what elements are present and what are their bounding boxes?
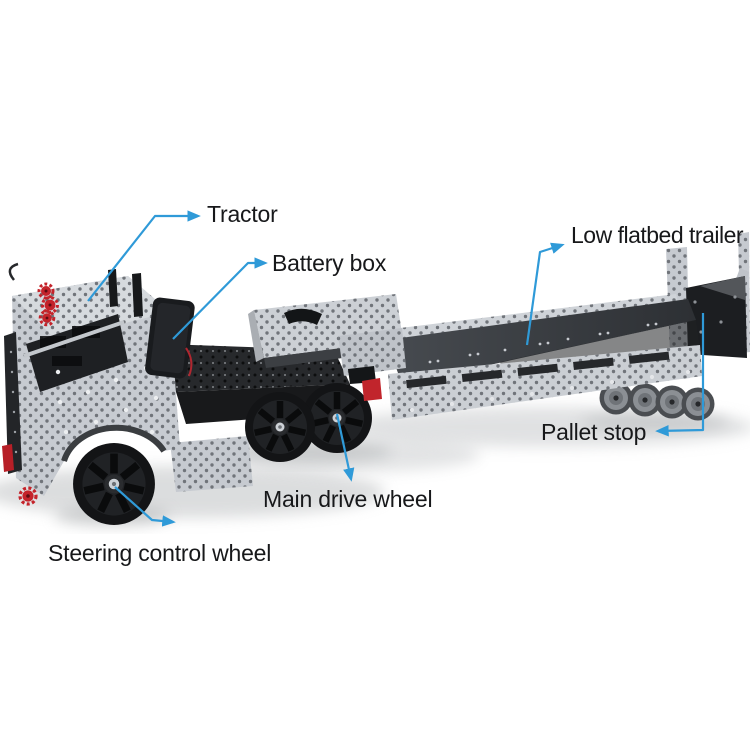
- trailer-gooseneck: [248, 294, 406, 376]
- callout-line-battery-box: [172, 257, 268, 340]
- cab-rivets: [55, 365, 159, 435]
- trailer-bed-plate: [386, 299, 696, 384]
- side-beam-rivets: [409, 369, 691, 413]
- callout-line-main-drive-wheel: [335, 413, 355, 482]
- flatbed-trailer-part: [384, 294, 715, 421]
- trailer-wheels: [599, 381, 715, 421]
- callout-line-steering-control-wheel: [114, 486, 176, 527]
- exhaust-stack: [108, 269, 118, 307]
- mirror-arm: [8, 262, 19, 281]
- bed-rivets: [428, 322, 658, 364]
- exhaust-stack: [132, 273, 143, 317]
- windshield: [26, 314, 128, 392]
- main-drive-wheels: [245, 366, 382, 462]
- battery-wire: [185, 347, 193, 377]
- callout-lines: [87, 210, 705, 527]
- label-main-drive-wheel: Main drive wheel: [263, 486, 433, 512]
- side-beam-slots: [406, 351, 670, 389]
- wheel-arch: [61, 424, 167, 462]
- callout-line-low-flatbed-trailer: [525, 242, 565, 346]
- gooseneck-handle: [284, 308, 322, 325]
- label-pallet-stop: Pallet stop: [541, 419, 647, 445]
- battery-box-part: [145, 297, 195, 379]
- callout-line-pallet-stop: [655, 313, 705, 437]
- label-low-flatbed-trailer: Low flatbed trailer: [571, 222, 744, 248]
- front-edge-frame: [4, 332, 22, 474]
- red-gears: [2, 282, 59, 506]
- red-mudflap: [362, 378, 382, 401]
- pallet-stop-part: [686, 276, 747, 358]
- callout-line-tractor: [87, 210, 201, 302]
- tractor-cab: [2, 262, 195, 506]
- label-battery-box: Battery box: [272, 250, 387, 276]
- label-steering-control-wheel: Steering control wheel: [48, 540, 272, 566]
- label-tractor: Tractor: [207, 201, 278, 227]
